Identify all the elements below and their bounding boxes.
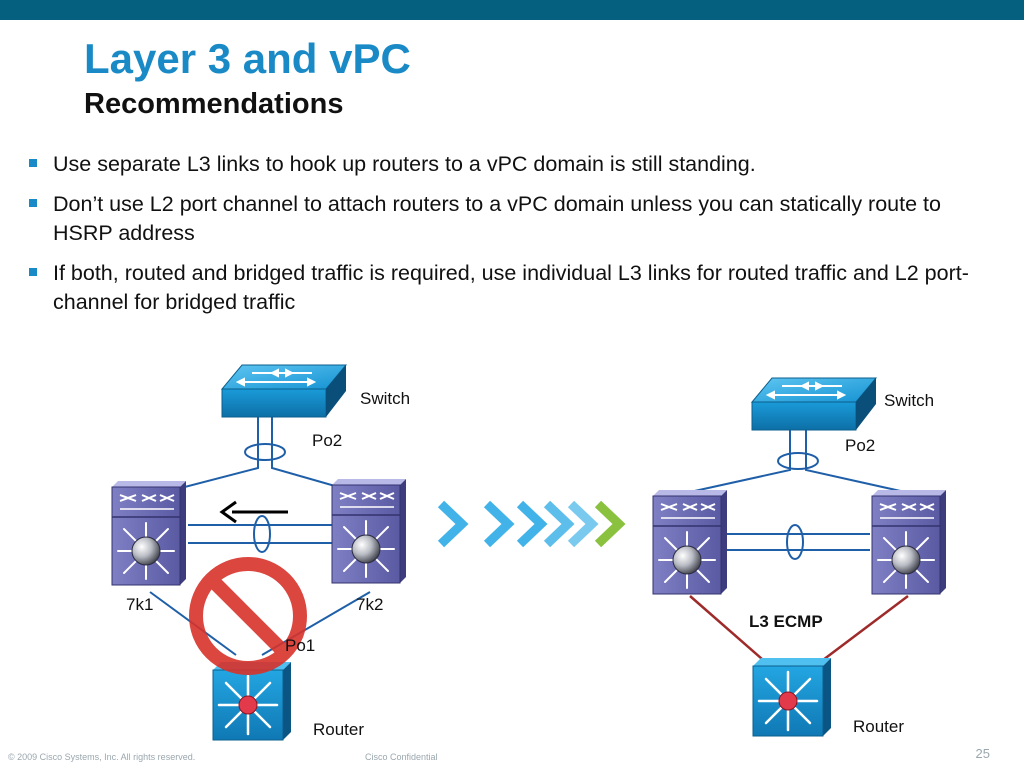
arrow-left-icon — [219, 500, 288, 524]
left-7k2-label: 7k2 — [356, 595, 383, 614]
bullet-marker-icon — [29, 268, 37, 276]
slide-title: Layer 3 and vPC — [84, 35, 411, 82]
right-switch-icon — [751, 377, 877, 431]
bullet-list: Use separate L3 links to hook up routers… — [28, 150, 988, 328]
l3-ecmp-label: L3 ECMP — [749, 612, 823, 631]
left-po1-label: Po1 — [285, 636, 315, 655]
left-switch-icon — [221, 364, 347, 418]
left-po2-label: Po2 — [312, 431, 342, 450]
bullet-marker-icon — [29, 199, 37, 207]
bullet-text: Use separate L3 links to hook up routers… — [53, 152, 756, 176]
bullet-marker-icon — [29, 159, 37, 167]
right-nexus-1-icon — [652, 489, 728, 595]
left-router-label: Router — [313, 720, 364, 739]
left-7k2-icon — [331, 478, 407, 584]
footer-copyright: © 2009 Cisco Systems, Inc. All rights re… — [8, 752, 196, 762]
left-7k1-label: 7k1 — [126, 595, 153, 614]
po2-ring — [244, 443, 286, 461]
slide-subtitle: Recommendations — [84, 88, 344, 120]
no-entry-icon — [189, 557, 307, 675]
footer-confidential: Cisco Confidential — [365, 752, 438, 762]
right-po2-ring — [777, 452, 819, 470]
left-topology: Switch Po2 7k1 7k2 Po1 Router — [111, 364, 410, 742]
right-po2-label: Po2 — [845, 436, 875, 455]
chevron-arrows-icon — [437, 500, 626, 548]
right-nexus-2-icon — [871, 489, 947, 595]
bullet-text: If both, routed and bridged traffic is r… — [53, 261, 969, 314]
l3-ecmp-links — [689, 595, 909, 667]
network-diagram: Switch Po2 7k1 7k2 Po1 Router Sw — [111, 364, 947, 742]
left-switch-label: Switch — [360, 389, 410, 408]
bullet-item: Use separate L3 links to hook up routers… — [28, 150, 988, 179]
right-router-label: Router — [853, 717, 904, 736]
left-7k1-icon — [111, 480, 187, 586]
top-bar — [0, 0, 1024, 20]
right-peer-link-ring — [786, 524, 804, 560]
bullet-text: Don’t use L2 port channel to attach rout… — [53, 192, 941, 245]
right-links — [689, 425, 906, 551]
page-number: 25 — [975, 746, 990, 761]
bullet-item: Don’t use L2 port channel to attach rout… — [28, 190, 988, 248]
right-switch-label: Switch — [884, 391, 934, 410]
bullet-item: If both, routed and bridged traffic is r… — [28, 259, 988, 317]
right-router-icon — [751, 656, 833, 738]
right-topology: Switch Po2 L3 ECMP Router — [652, 377, 947, 738]
peer-link-ring — [253, 515, 271, 553]
